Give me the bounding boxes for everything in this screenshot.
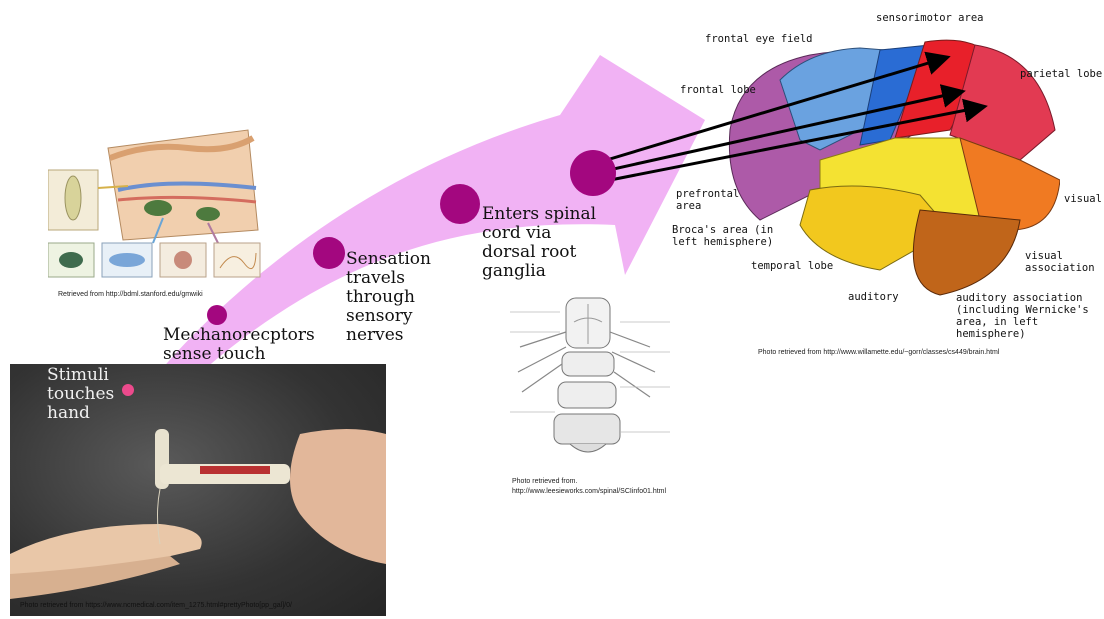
dot-mechanoreceptors [207,305,227,325]
label-temporal: temporal lobe [751,260,833,272]
label-parietal: parietal lobe [1020,68,1102,80]
step-stimuli: Stimuli touches hand [47,366,122,423]
dot-sensation [313,237,345,269]
brain-credit: Photo retrieved from http://www.willamet… [758,349,999,356]
label-visual-association: visual association [1025,250,1095,274]
dot-brain [570,150,616,196]
dot-spinal [440,184,480,224]
step-spinal: Enters spinal cord via dorsal root gangl… [482,205,602,281]
label-broca: Broca's area (in left hemisphere) [672,224,802,248]
step-sensation: Sensation travels through sensory nerves [346,250,436,345]
label-auditory: auditory [848,291,899,303]
label-visual: visual [1064,193,1102,205]
label-prefrontal: prefrontal area [676,188,740,212]
label-auditory-association: auditory association (including Wernicke… [956,292,1101,340]
dot-stimuli [122,384,134,396]
label-frontal: frontal lobe [680,84,756,96]
label-frontal-eye: frontal eye field [705,33,812,45]
label-sensorimotor: sensorimotor area [876,12,983,24]
step-mechanoreceptors: Mechanorecptors sense touch [163,326,323,364]
